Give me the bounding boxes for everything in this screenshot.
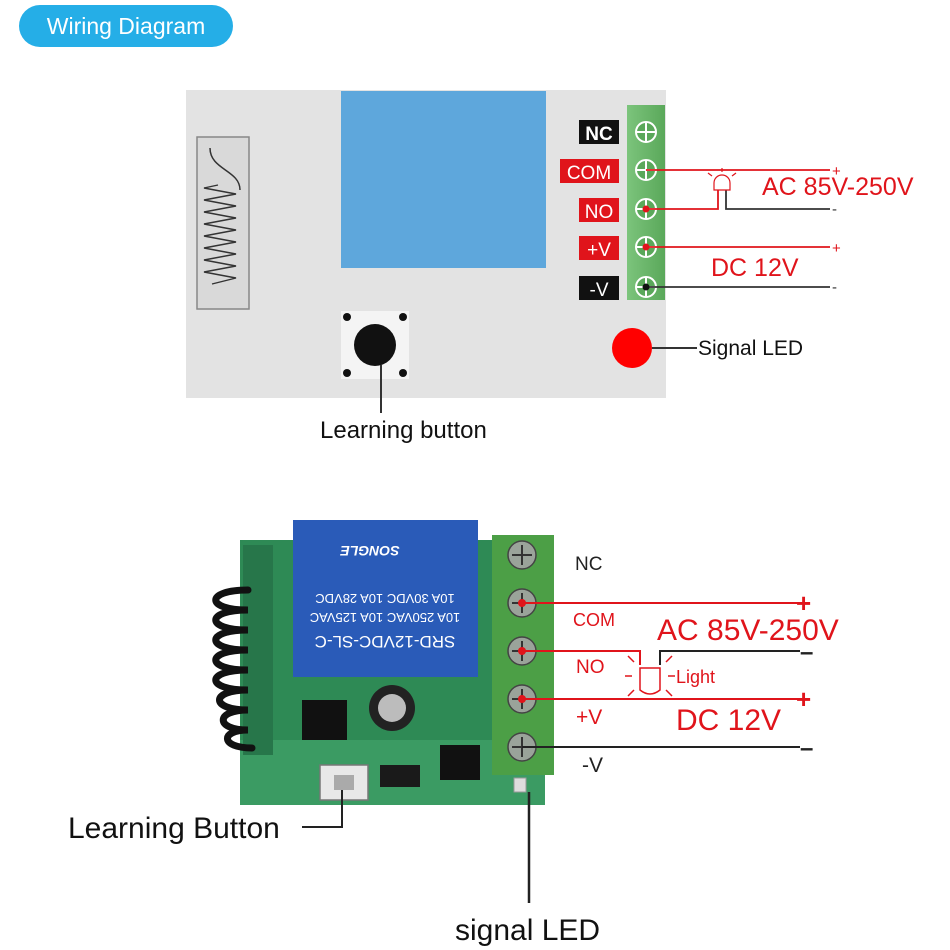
antenna-icon	[196, 136, 250, 310]
terminal-tag-nc	[579, 120, 619, 144]
signal-led-component	[513, 777, 527, 793]
signal-led-icon	[612, 328, 652, 368]
light-icon	[625, 655, 675, 697]
terminal-tag-com	[560, 159, 619, 183]
terminal-tag-minus-v	[579, 276, 619, 300]
top-ac-plus: +	[832, 163, 841, 180]
learning-button-icon[interactable]	[341, 311, 409, 379]
relay-component	[293, 520, 478, 677]
top-ac-minus: -	[832, 201, 837, 218]
signal-led-label: Signal LED	[698, 337, 803, 360]
bottom-module: SRD-12VDC-SL-C 10A 250VAC 10A 125VAC 10A…	[68, 520, 839, 947]
terminal-tag-com-label: COM	[567, 163, 611, 184]
top-module: Learning button Signal LED NC COM NO +V …	[186, 90, 914, 444]
transistor-icon	[440, 745, 480, 780]
bottom-nc-label: NC	[575, 554, 602, 575]
bottom-plus-v-label: +V	[576, 706, 602, 729]
bottom-dc-plus: +	[796, 684, 811, 714]
top-dc-label: DC 12V	[711, 254, 799, 282]
terminal-tag-no-label: NO	[585, 202, 614, 223]
relay-model-text: SRD-12VDC-SL-C	[315, 632, 456, 651]
bottom-com-label: COM	[573, 610, 615, 630]
wiring-diagram-title: Wiring Diagram	[19, 5, 233, 47]
relay-block	[341, 91, 546, 268]
bottom-learning-button-label: Learning Button	[68, 812, 280, 845]
bottom-ac-minus: –	[800, 639, 813, 666]
bottom-light-label: Light	[676, 667, 715, 687]
bottom-ac-plus: +	[796, 588, 811, 618]
bottom-dc-minus: –	[800, 735, 813, 762]
terminal-tag-plus-v-label: +V	[587, 240, 611, 261]
bottom-wires	[522, 602, 800, 748]
relay-brand: SONGLE	[340, 543, 400, 559]
terminal-tag-no	[579, 198, 619, 222]
top-dc-plus: +	[832, 240, 841, 257]
top-dc-minus: -	[832, 279, 837, 296]
terminal-tag-plus-v	[579, 236, 619, 260]
terminal-tag-minus-v-label: -V	[590, 280, 609, 301]
bottom-dc-label: DC 12V	[676, 704, 781, 737]
bottom-no-label: NO	[576, 657, 605, 678]
relay-rating-1: 10A 250VAC 10A 125VAC	[310, 610, 461, 625]
top-ac-label: AC 85V-250V	[762, 173, 914, 201]
bottom-minus-v-label: -V	[582, 754, 603, 777]
terminal-tag-nc-label: NC	[585, 124, 613, 145]
relay-rating-2: 10A 30VDC 10A 28VDC	[315, 591, 454, 606]
antenna-coil-icon	[212, 586, 256, 752]
bottom-signal-led-label: signal LED	[455, 914, 600, 947]
light-bulb-icon	[707, 168, 737, 191]
top-wires	[646, 169, 830, 288]
terminal-screws	[635, 121, 657, 298]
bottom-ac-label: AC 85V-250V	[657, 614, 839, 647]
ic-chip-icon	[302, 700, 347, 740]
learning-button-label: Learning button	[320, 417, 487, 444]
